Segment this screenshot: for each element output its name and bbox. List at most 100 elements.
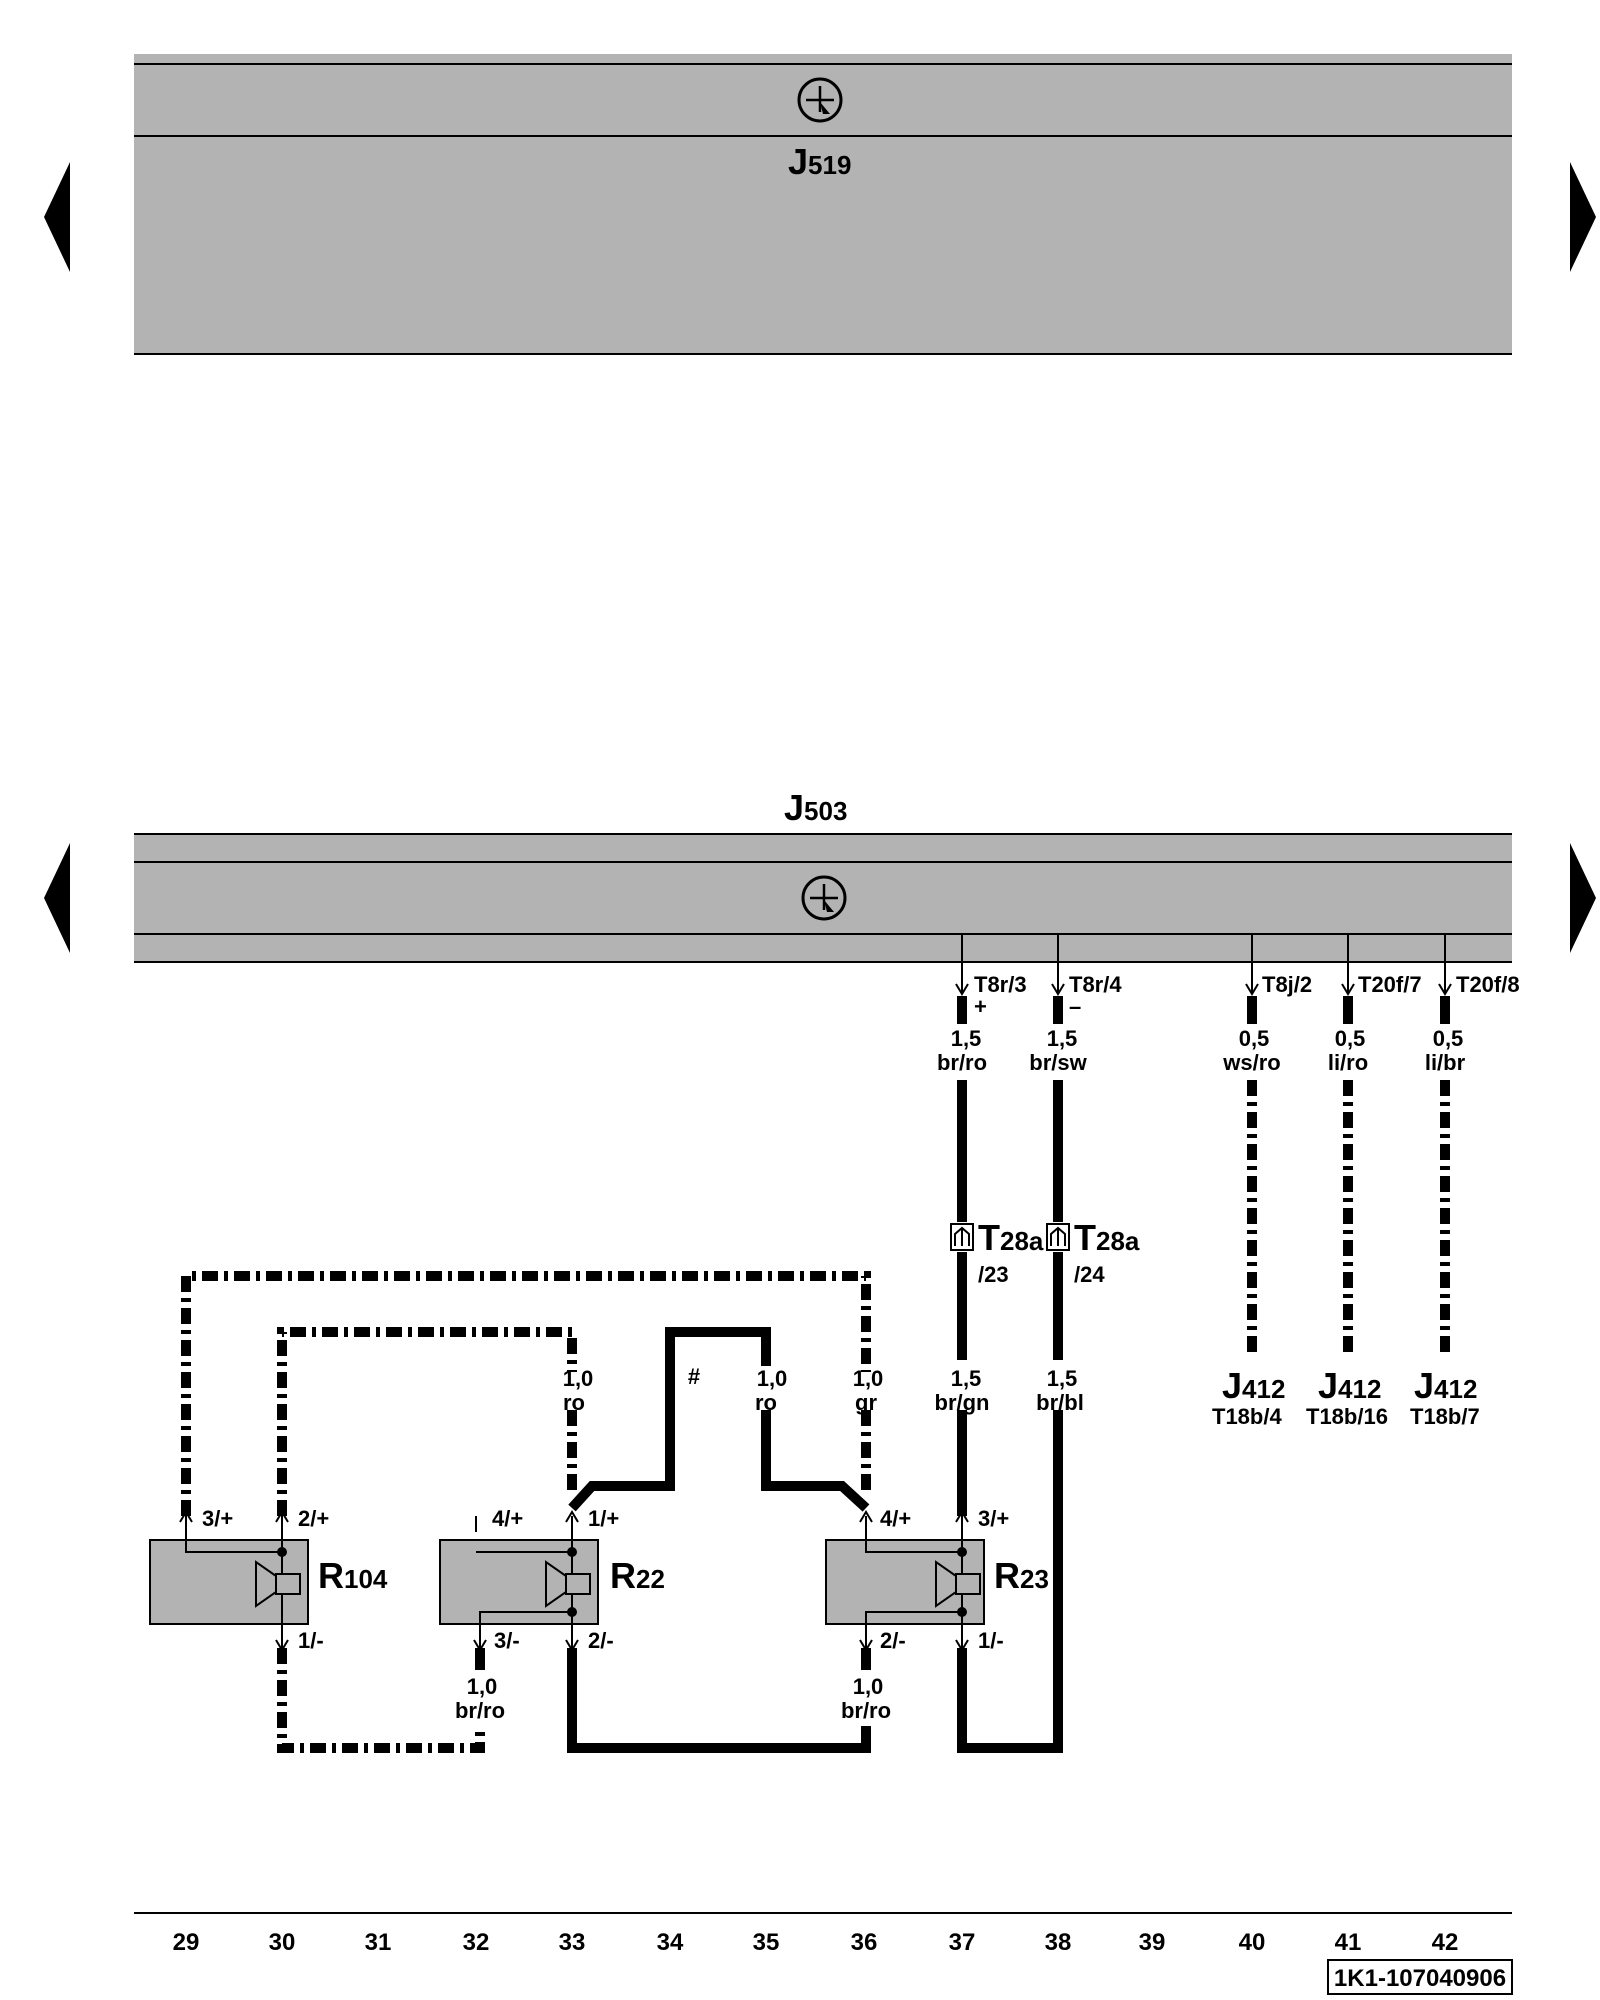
svg-text:T18b/7: T18b/7 (1410, 1404, 1480, 1429)
svg-text:li/ro: li/ro (1328, 1050, 1368, 1075)
ruler-label: 38 (1045, 1929, 1072, 1956)
connector-icon (950, 1223, 974, 1251)
svg-text:0,5: 0,5 (1433, 1026, 1464, 1051)
svg-text:1,0: 1,0 (853, 1366, 884, 1391)
connector-name: T (978, 1217, 1000, 1258)
svg-text:R104: R104 (318, 1555, 388, 1596)
solid-speaker-wires (475, 1327, 1063, 1753)
hash-mark: # (688, 1364, 700, 1389)
speaker-r22: R22 4/+ 1/+ 3/- 2/- (439, 1506, 665, 1653)
svg-text:gr: gr (855, 1390, 877, 1415)
ruler-label: 34 (657, 1929, 684, 1956)
pin-t8r3: T8r/3 (974, 972, 1027, 997)
pin-arrow-icon (1438, 975, 1452, 995)
j412-labels: J412 T18b/4 J412 T18b/16 J412 T18b/7 (1212, 1365, 1480, 1429)
pin-arrow-icon (1341, 975, 1355, 995)
pin-t20f8: T20f/8 (1456, 972, 1520, 997)
svg-text:3/-: 3/- (494, 1628, 520, 1653)
svg-text:4/+: 4/+ (492, 1506, 523, 1531)
dashed-speaker-wires (181, 1271, 871, 1753)
svg-text:br/ro: br/ro (455, 1698, 505, 1723)
svg-text:2/-: 2/- (880, 1628, 906, 1653)
svg-text:1,5: 1,5 (1047, 1026, 1078, 1051)
speaker-r104: R104 3/+ 2/+ 1/- (149, 1506, 388, 1653)
svg-text:J519: J519 (788, 141, 851, 182)
svg-text:T28a: T28a (978, 1217, 1044, 1258)
svg-text:0,5: 0,5 (1335, 1026, 1366, 1051)
svg-text:R23: R23 (994, 1555, 1049, 1596)
pin-t8r3-sign: + (974, 994, 987, 1019)
pin-t8j2: T8j/2 (1262, 972, 1312, 997)
pin-t20f7: T20f/7 (1358, 972, 1422, 997)
pin-arrow-icon (955, 975, 969, 995)
module-sub: 519 (808, 150, 851, 180)
connector-name: T (1074, 1217, 1096, 1258)
nav-arrow-right-icon[interactable] (1570, 162, 1596, 272)
svg-text:1,0: 1,0 (853, 1674, 884, 1699)
svg-text:1,0: 1,0 (563, 1366, 594, 1391)
connector-icon (1046, 1223, 1070, 1251)
nav-arrow-right-icon[interactable] (1570, 843, 1596, 953)
svg-text:1/-: 1/- (978, 1628, 1004, 1653)
svg-text:br/gn: br/gn (935, 1390, 990, 1415)
svg-text:J412: J412 (1414, 1365, 1477, 1406)
connector-sub: 28a (1000, 1226, 1044, 1256)
svg-text:ws/ro: ws/ro (1222, 1050, 1280, 1075)
connector-sub: 28a (1096, 1226, 1140, 1256)
dashed-wires-j412 (1247, 1080, 1450, 1352)
pin-arrow-icon (1245, 975, 1259, 995)
svg-text:br/bl: br/bl (1036, 1390, 1084, 1415)
svg-text:br/ro: br/ro (937, 1050, 987, 1075)
svg-text:3/+: 3/+ (202, 1506, 233, 1531)
svg-text:3/+: 3/+ (978, 1506, 1009, 1531)
svg-text:1,5: 1,5 (951, 1026, 982, 1051)
svg-text:0,5: 0,5 (1239, 1026, 1270, 1051)
svg-text:T18b/16: T18b/16 (1306, 1404, 1388, 1429)
module-name: J (784, 787, 804, 828)
ruler-label: 39 (1139, 1929, 1166, 1956)
wire-segments (957, 996, 1450, 1360)
ruler-label: 29 (173, 1929, 200, 1956)
ruler-label: 36 (851, 1929, 878, 1956)
svg-text:ro: ro (755, 1390, 777, 1415)
pin-t8r4: T8r/4 (1069, 972, 1122, 997)
svg-text:T18b/4: T18b/4 (1212, 1404, 1282, 1429)
svg-text:1,0: 1,0 (467, 1674, 498, 1699)
pin-leads (961, 934, 1446, 980)
wire-labels-upper: 1,5 br/ro 1,5 br/sw 0,5 ws/ro 0,5 li/ro … (937, 1026, 1466, 1075)
connector-pin: /24 (1074, 1262, 1105, 1287)
svg-text:J412: J412 (1318, 1365, 1381, 1406)
svg-text:T28a: T28a (1074, 1217, 1140, 1258)
ruler-label: 31 (365, 1929, 392, 1956)
ruler-label: 42 (1432, 1929, 1459, 1956)
speaker-pin-arrows (179, 1510, 969, 1652)
ruler-label: 41 (1335, 1929, 1362, 1956)
svg-text:J503: J503 (784, 787, 847, 828)
svg-text:2/-: 2/- (588, 1628, 614, 1653)
doc-code: 1K1-107040906 (1334, 1965, 1506, 1992)
ruler-label: 33 (559, 1929, 586, 1956)
ruler-label: 32 (463, 1929, 490, 1956)
doc-code-box (1327, 1959, 1513, 1995)
pin-arrow-icon (1051, 975, 1065, 995)
svg-text:1,5: 1,5 (951, 1366, 982, 1391)
nav-arrow-left-icon[interactable] (44, 843, 70, 953)
svg-text:br/ro: br/ro (841, 1698, 891, 1723)
module-j503: J503 (134, 787, 1512, 963)
wire-labels-lower: 1,0 ro 1,0 ro 1,0 gr 1,5 br/gn 1,5 br/bl… (455, 1364, 1084, 1723)
svg-text:4/+: 4/+ (880, 1506, 911, 1531)
ruler-label: 37 (949, 1929, 976, 1956)
module-name: J (788, 141, 808, 182)
svg-text:1,0: 1,0 (757, 1366, 788, 1391)
nav-arrow-left-icon[interactable] (44, 162, 70, 272)
ruler-label: 35 (753, 1929, 780, 1956)
svg-text:1/-: 1/- (298, 1628, 324, 1653)
module-j519: J519 (134, 54, 1512, 355)
connector-pin: /23 (978, 1262, 1009, 1287)
ruler-label: 40 (1239, 1929, 1266, 1956)
svg-text:ro: ro (563, 1390, 585, 1415)
pin-t8r4-sign: – (1069, 994, 1081, 1019)
svg-text:1,5: 1,5 (1047, 1366, 1078, 1391)
